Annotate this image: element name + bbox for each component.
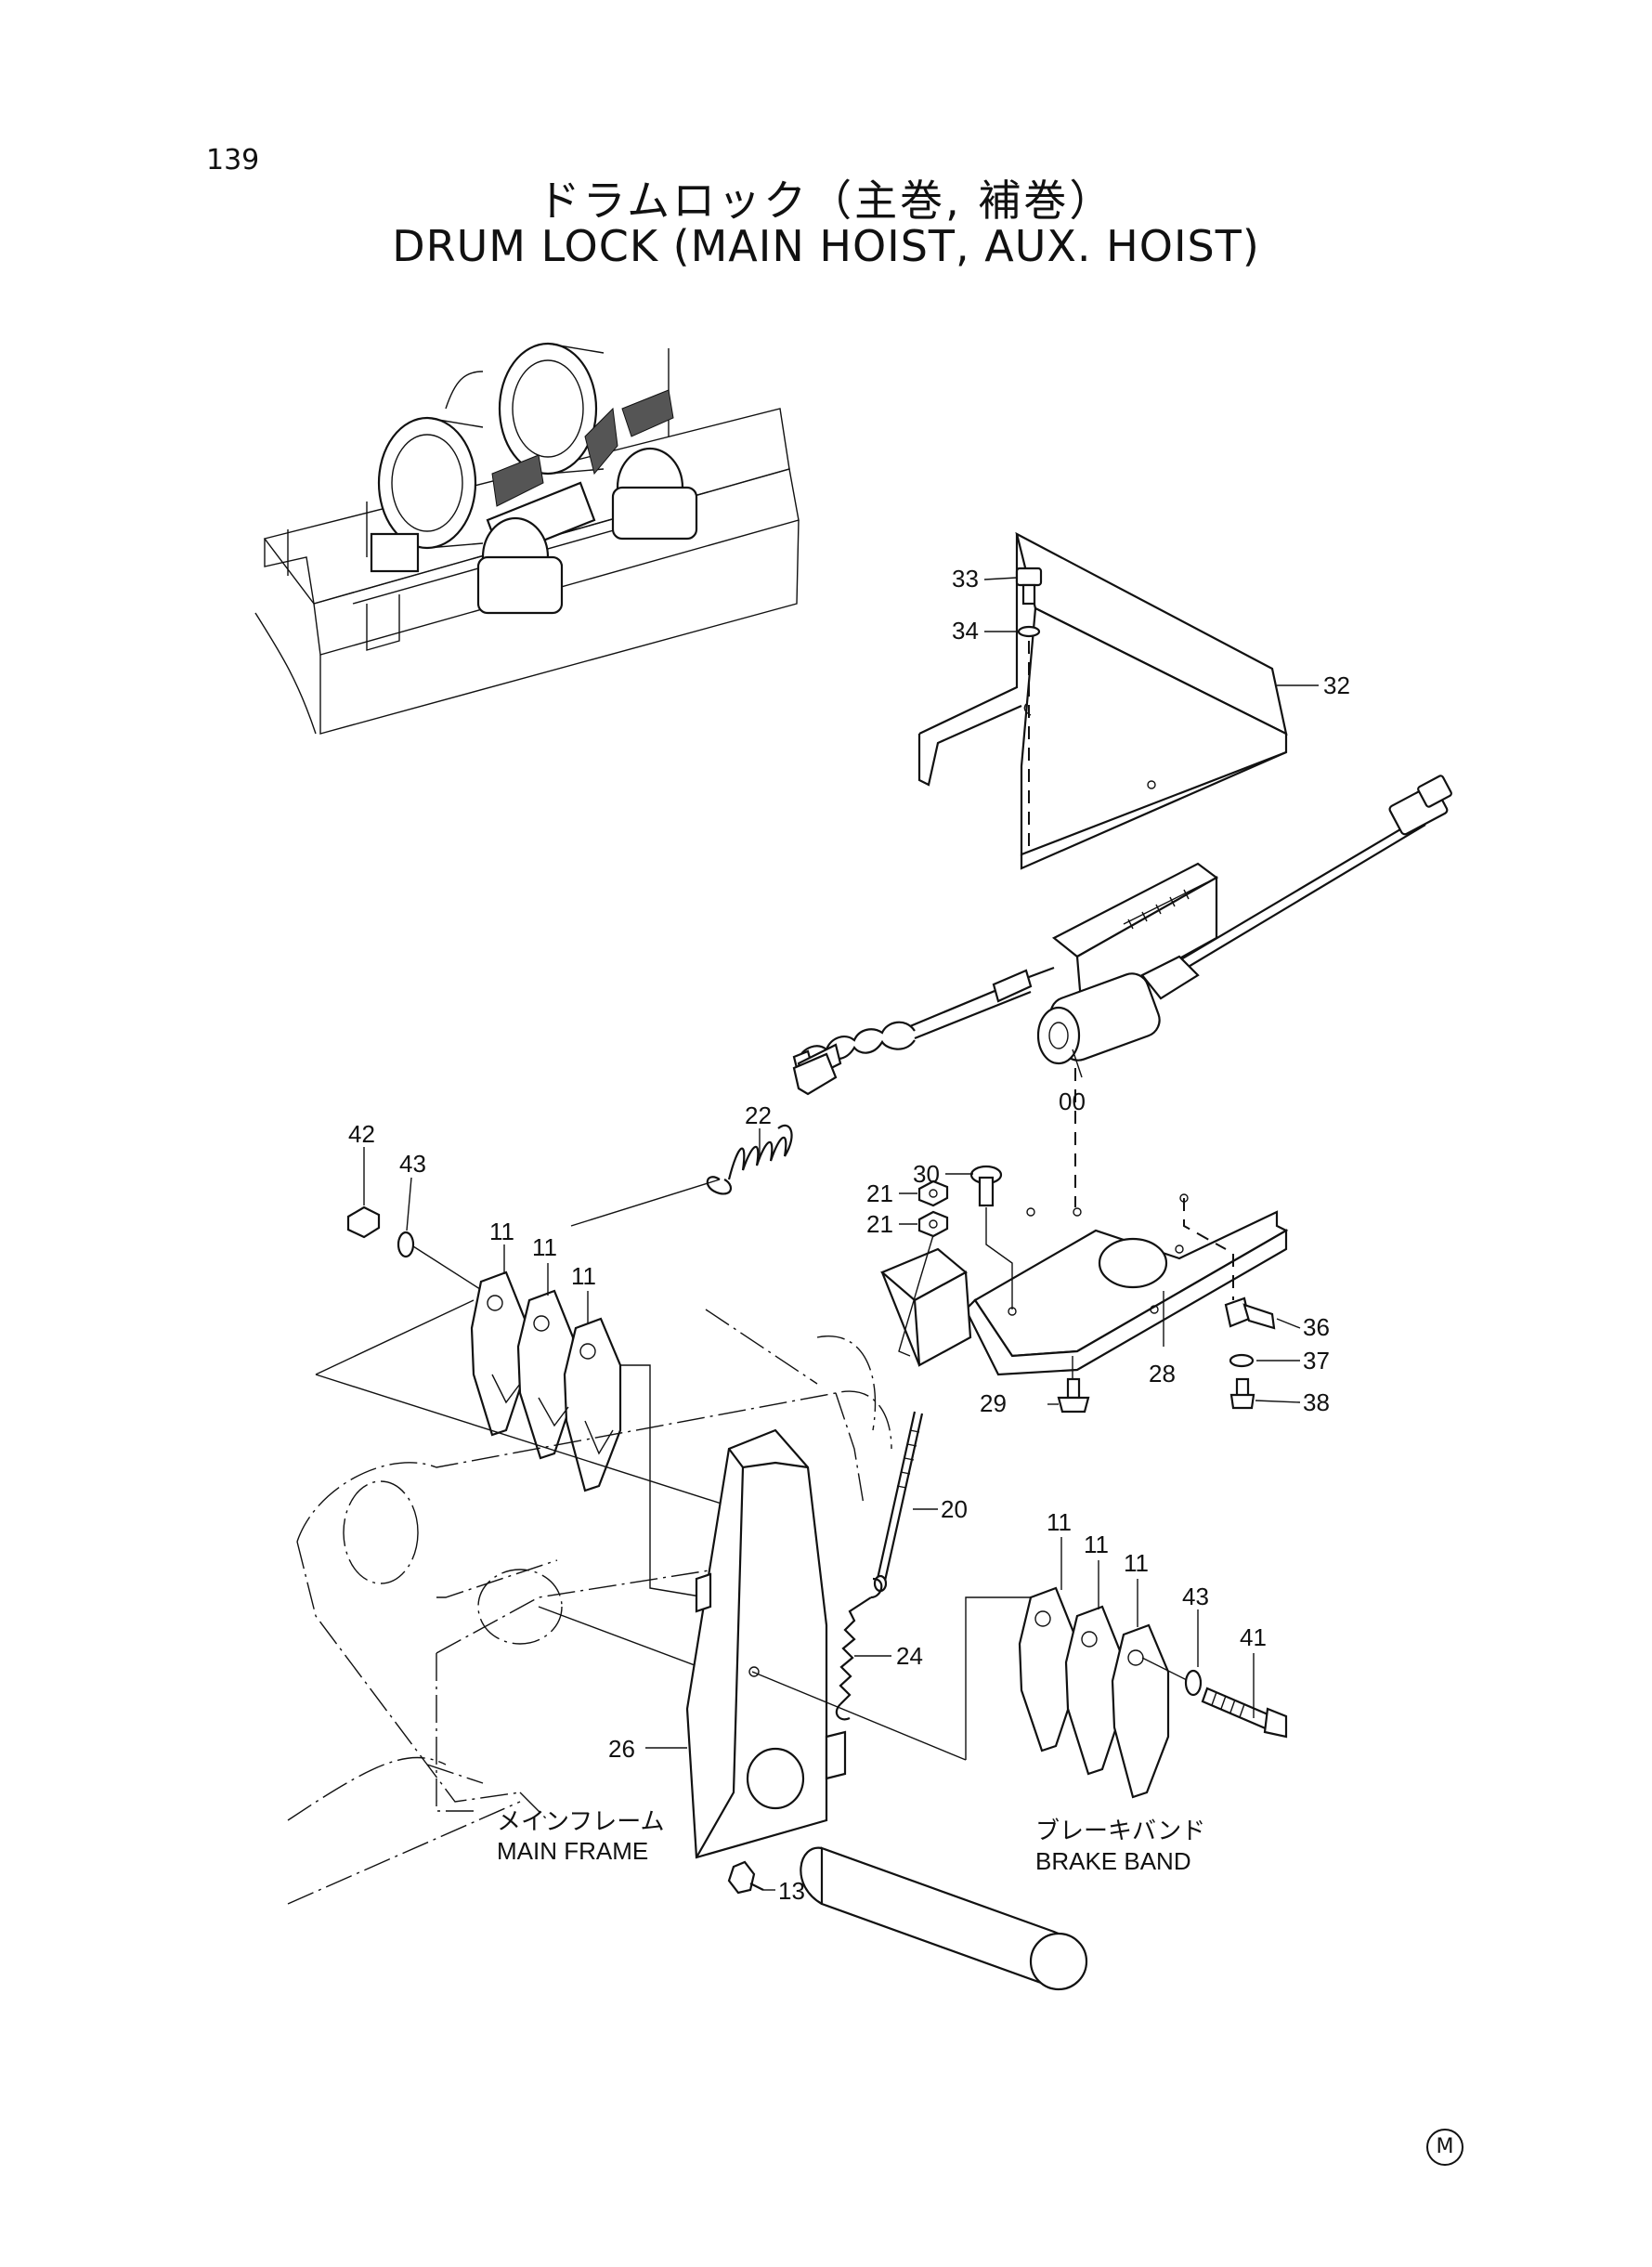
label-28: 28: [1149, 1360, 1176, 1388]
lock-levers-11-upper: [470, 1270, 622, 1492]
label-26: 26: [608, 1735, 635, 1763]
bolt-29: [1057, 1356, 1090, 1414]
label-43-right: 43: [1182, 1583, 1209, 1610]
bolt-41: [1201, 1687, 1288, 1739]
label-00: 00: [1059, 1088, 1086, 1115]
captions: メインフレーム MAIN FRAME ブレーキバンド BRAKE BAND: [497, 1807, 1205, 1875]
label-42: 42: [348, 1120, 375, 1148]
label-11-e: 11: [1084, 1531, 1109, 1558]
brake-band-caption-jp: ブレーキバンド: [1035, 1817, 1205, 1844]
lock-levers-11-lower: [1018, 1586, 1170, 1799]
nut-21-upper: [917, 1179, 949, 1207]
bolt-38: [1229, 1377, 1255, 1410]
label-36: 36: [1303, 1313, 1330, 1341]
label-20: 20: [941, 1495, 968, 1523]
label-30: 30: [913, 1160, 940, 1188]
washer-43-left: [397, 1231, 415, 1258]
bracket-plate-28: [879, 1193, 1289, 1376]
nut-21-lower: [917, 1210, 949, 1238]
pin-cylinder: [800, 1846, 1088, 1991]
spring-24: [835, 1577, 883, 1721]
label-37: 37: [1303, 1347, 1330, 1375]
label-11-f: 11: [1124, 1549, 1149, 1577]
label-38: 38: [1303, 1388, 1330, 1416]
washer-37: [1229, 1353, 1255, 1368]
title-japanese: ドラムロック（主巻, 補巻）: [537, 176, 1115, 226]
label-22: 22: [745, 1101, 772, 1129]
spring-22: [706, 1124, 793, 1195]
rod-20: [873, 1411, 924, 1593]
label-11-b: 11: [532, 1233, 557, 1261]
actuator-assembly-00: [792, 775, 1452, 1096]
label-13: 13: [778, 1877, 805, 1905]
label-41: 41: [1240, 1623, 1267, 1651]
label-43-left: 43: [399, 1150, 426, 1178]
title-english: DRUM LOCK (MAIN HOIST, AUX. HOIST): [392, 221, 1260, 271]
label-11-c: 11: [571, 1262, 596, 1290]
footer-mark: M: [1426, 2129, 1463, 2166]
brake-band-caption-en: BRAKE BAND: [1035, 1847, 1191, 1875]
main-frame-caption-en: MAIN FRAME: [497, 1837, 648, 1865]
label-32: 32: [1323, 671, 1350, 699]
label-21-upper: 21: [866, 1179, 893, 1207]
grease-nipple-13: [727, 1860, 764, 1895]
label-11-a: 11: [489, 1218, 514, 1245]
label-21-lower: 21: [866, 1210, 893, 1238]
bolt-30: [969, 1165, 1003, 1207]
label-34: 34: [952, 617, 979, 645]
nut-42: [346, 1205, 381, 1239]
label-24: 24: [896, 1642, 923, 1670]
washer-34: [1017, 625, 1041, 638]
leader-lines: [363, 577, 1319, 1891]
label-33: 33: [952, 565, 979, 593]
page-number: 139: [206, 144, 260, 176]
main-frame-caption-jp: メインフレーム: [497, 1807, 664, 1835]
clip-36: [1224, 1296, 1276, 1330]
washer-43-right: [1184, 1669, 1203, 1697]
label-11-d: 11: [1047, 1508, 1072, 1536]
cover-part-32: [917, 531, 1288, 870]
part-number-labels: 33 34 32 00 22 42 43 30 21 21 11 11 11 3…: [348, 565, 1350, 1905]
bolt-33: [1015, 567, 1043, 606]
label-29: 29: [980, 1389, 1007, 1417]
lever-26: [685, 1428, 847, 1859]
main-frame-outline: [287, 1309, 892, 1821]
winch-overview-illustration: [254, 342, 800, 735]
